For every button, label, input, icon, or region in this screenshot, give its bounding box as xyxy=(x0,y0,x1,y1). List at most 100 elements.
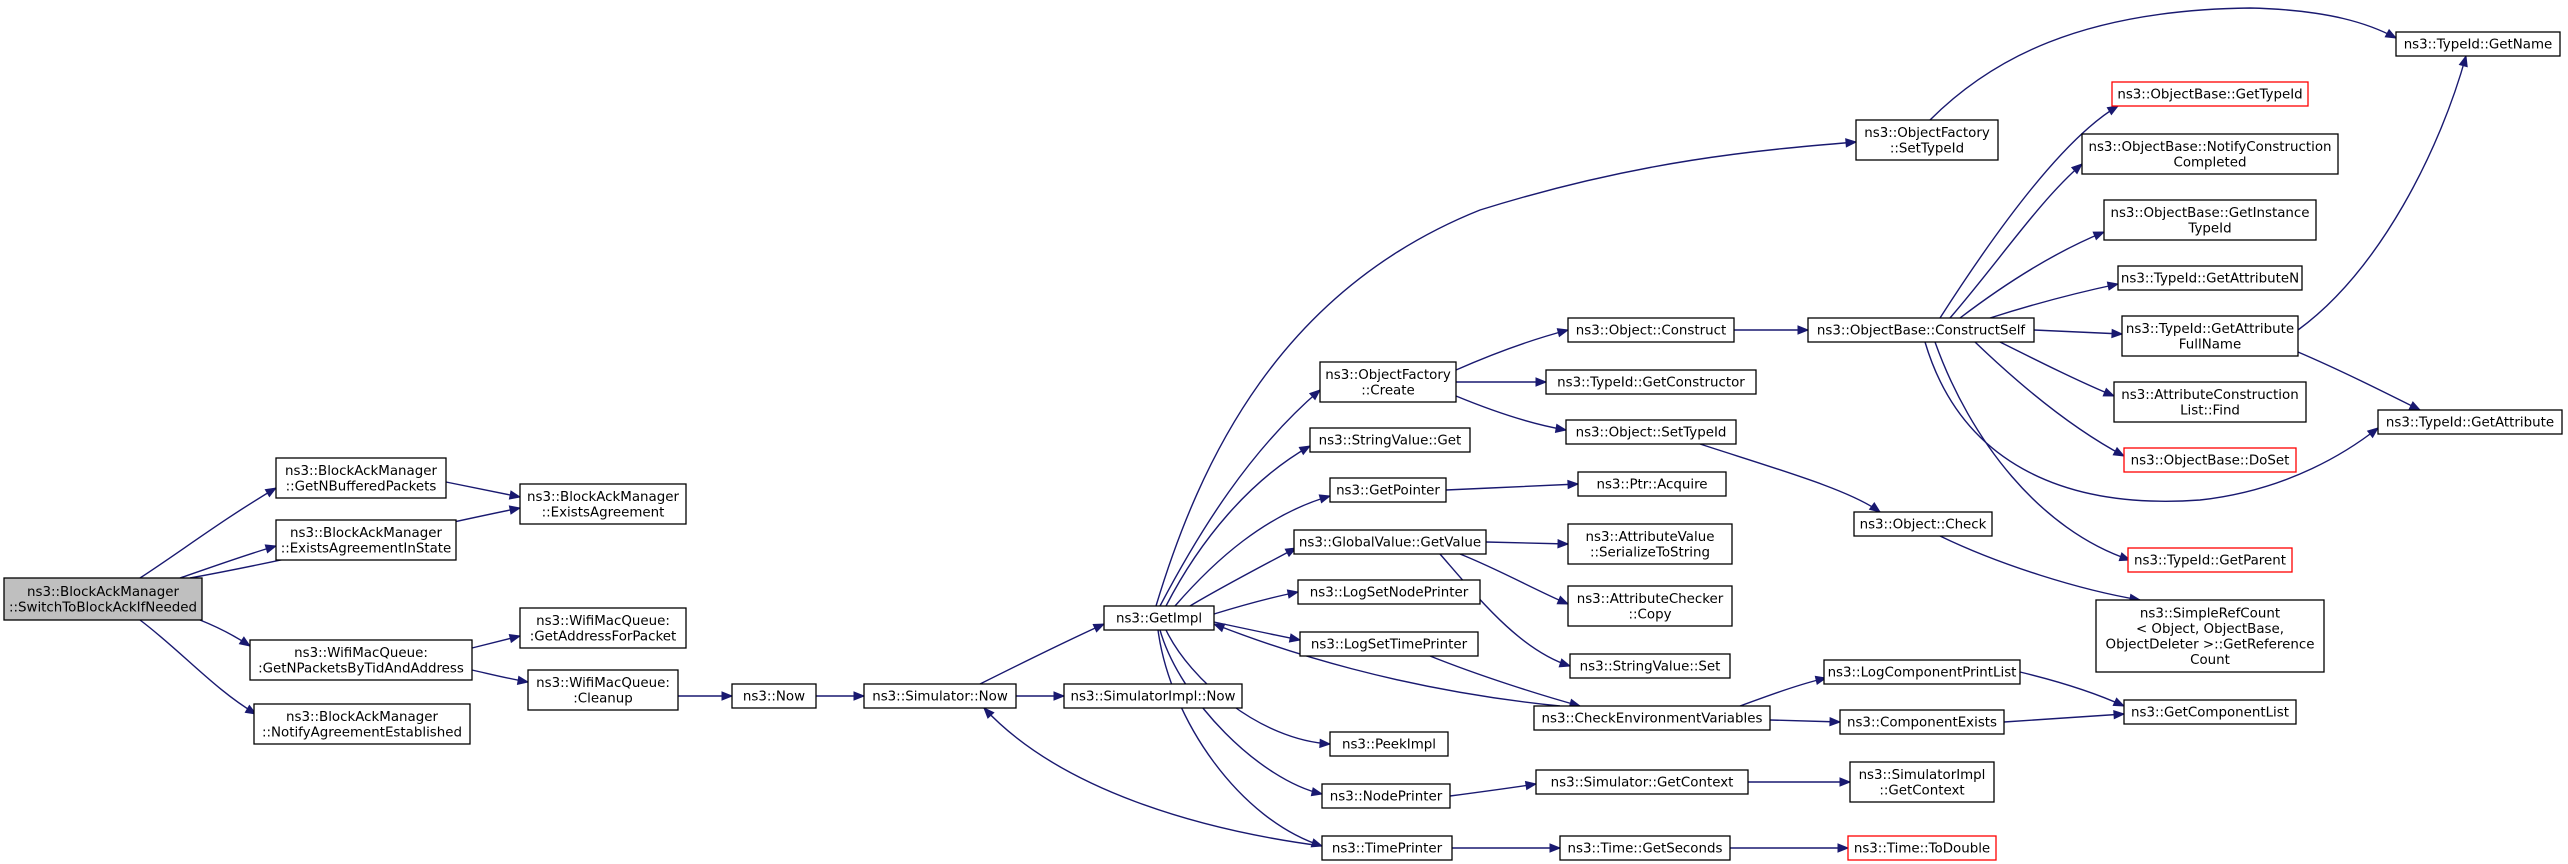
node-box[interactable] xyxy=(527,669,679,711)
node-tid-getname[interactable]: ns3::TypeId::GetName xyxy=(2395,31,2561,57)
node-sv-set[interactable]: ns3::StringValue::Set xyxy=(1569,653,1731,679)
node-box[interactable] xyxy=(249,639,473,681)
node-box[interactable] xyxy=(2127,547,2293,573)
node-box[interactable] xyxy=(1533,705,1771,731)
node-tid-getparent[interactable]: ns3::TypeId::GetParent xyxy=(2127,547,2293,573)
node-box[interactable] xyxy=(519,607,687,649)
node-box[interactable] xyxy=(253,703,471,745)
node-compexists[interactable]: ns3::ComponentExists xyxy=(1839,709,2005,735)
node-sim-getcontext[interactable]: ns3::Simulator::GetContext xyxy=(1535,769,1749,795)
node-simimpl-getcontext[interactable]: ns3::SimulatorImpl::GetContext xyxy=(1849,761,1995,803)
node-box[interactable] xyxy=(1297,579,1481,605)
node-box[interactable] xyxy=(1567,523,1733,565)
node-simimpl-now[interactable]: ns3::SimulatorImpl::Now xyxy=(1063,683,1243,709)
node-bam-exists[interactable]: ns3::BlockAckManager::ExistsAgreement xyxy=(519,483,687,525)
node-box[interactable] xyxy=(519,483,687,525)
node-box[interactable] xyxy=(1321,835,1453,861)
node-box[interactable] xyxy=(1329,477,1447,503)
node-box[interactable] xyxy=(2117,265,2303,291)
node-box[interactable] xyxy=(1569,653,1731,679)
node-ob-constructself[interactable]: ns3::ObjectBase::ConstructSelf xyxy=(1807,317,2035,343)
node-box[interactable] xyxy=(1329,731,1449,757)
node-logsetnode[interactable]: ns3::LogSetNodePrinter xyxy=(1297,579,1481,605)
node-av-serialize[interactable]: ns3::AttributeValue::SerializeToString xyxy=(1567,523,1733,565)
node-tid-getattrn[interactable]: ns3::TypeId::GetAttributeN xyxy=(2117,265,2303,291)
node-bam-notify[interactable]: ns3::BlockAckManager::NotifyAgreementEst… xyxy=(253,703,471,745)
node-box[interactable] xyxy=(2095,599,2325,673)
node-checkenv[interactable]: ns3::CheckEnvironmentVariables xyxy=(1533,705,1771,731)
node-ob-notify[interactable]: ns3::ObjectBase::NotifyConstructionCompl… xyxy=(2081,133,2339,175)
node-nodeprinter[interactable]: ns3::NodePrinter xyxy=(1321,783,1451,809)
node-bam-existsinstate[interactable]: ns3::BlockAckManager::ExistsAgreementInS… xyxy=(275,519,457,561)
node-box[interactable] xyxy=(275,519,457,561)
node-logcompprintlist[interactable]: ns3::LogComponentPrintList xyxy=(1823,659,2021,685)
node-box[interactable] xyxy=(1847,835,1997,861)
node-box[interactable] xyxy=(1321,783,1451,809)
node-box[interactable] xyxy=(1855,119,1999,161)
node-bam-getnbuffered[interactable]: ns3::BlockAckManager::GetNBufferedPacket… xyxy=(275,457,447,499)
node-ptr-acquire[interactable]: ns3::Ptr::Acquire xyxy=(1577,471,1727,497)
node-wmq-getaddress[interactable]: ns3::WifiMacQueue::GetAddressForPacket xyxy=(519,607,687,649)
node-gv-getvalue[interactable]: ns3::GlobalValue::GetValue xyxy=(1293,529,1487,555)
node-of-settypeid[interactable]: ns3::ObjectFactory::SetTypeId xyxy=(1855,119,1999,161)
node-box[interactable] xyxy=(731,683,817,709)
node-box[interactable] xyxy=(2121,315,2299,357)
node-box[interactable] xyxy=(2111,81,2309,107)
node-getpointer[interactable]: ns3::GetPointer xyxy=(1329,477,1447,503)
node-box[interactable] xyxy=(3,577,203,621)
node-box[interactable] xyxy=(2395,31,2561,57)
node-obj-construct[interactable]: ns3::Object::Construct xyxy=(1567,317,1735,343)
node-box[interactable] xyxy=(1567,317,1735,343)
node-getimpl[interactable]: ns3::GetImpl xyxy=(1103,605,1215,631)
node-of-create[interactable]: ns3::ObjectFactory::Create xyxy=(1319,361,1457,403)
node-sv-get[interactable]: ns3::StringValue::Get xyxy=(1309,427,1471,453)
node-logsettime[interactable]: ns3::LogSetTimePrinter xyxy=(1299,631,1479,657)
node-box[interactable] xyxy=(1063,683,1243,709)
node-obj-settypeid[interactable]: ns3::Object::SetTypeId xyxy=(1565,419,1737,445)
node-box[interactable] xyxy=(1849,761,1995,803)
node-ac-copy[interactable]: ns3::AttributeChecker::Copy xyxy=(1567,585,1733,627)
node-box[interactable] xyxy=(1577,471,1727,497)
node-box[interactable] xyxy=(1567,585,1733,627)
node-box[interactable] xyxy=(1823,659,2021,685)
node-sim-now[interactable]: ns3::Simulator::Now xyxy=(863,683,1017,709)
node-box[interactable] xyxy=(2103,199,2317,241)
node-timeprinter[interactable]: ns3::TimePrinter xyxy=(1321,835,1453,861)
node-box[interactable] xyxy=(1807,317,2035,343)
node-now[interactable]: ns3::Now xyxy=(731,683,817,709)
node-root[interactable]: ns3::BlockAckManager::SwitchToBlockAckIf… xyxy=(3,577,203,621)
node-ob-doset[interactable]: ns3::ObjectBase::DoSet xyxy=(2123,447,2297,473)
node-box[interactable] xyxy=(1853,511,1993,537)
node-obj-check[interactable]: ns3::Object::Check xyxy=(1853,511,1993,537)
node-box[interactable] xyxy=(2081,133,2339,175)
node-tid-getconstructor[interactable]: ns3::TypeId::GetConstructor xyxy=(1545,369,1757,395)
node-box[interactable] xyxy=(1309,427,1471,453)
node-peekimpl[interactable]: ns3::PeekImpl xyxy=(1329,731,1449,757)
node-box[interactable] xyxy=(1319,361,1457,403)
node-box[interactable] xyxy=(1545,369,1757,395)
node-getcomplist[interactable]: ns3::GetComponentList xyxy=(2123,699,2297,725)
node-wmq-getnpackets[interactable]: ns3::WifiMacQueue::GetNPacketsByTidAndAd… xyxy=(249,639,473,681)
node-srefcount[interactable]: ns3::SimpleRefCount< Object, ObjectBase,… xyxy=(2095,599,2325,673)
node-box[interactable] xyxy=(863,683,1017,709)
node-box[interactable] xyxy=(1299,631,1479,657)
node-ob-gettypeid[interactable]: ns3::ObjectBase::GetTypeId xyxy=(2111,81,2309,107)
node-box[interactable] xyxy=(2113,381,2307,423)
node-wmq-cleanup[interactable]: ns3::WifiMacQueue::Cleanup xyxy=(527,669,679,711)
node-box[interactable] xyxy=(1535,769,1749,795)
node-box[interactable] xyxy=(1839,709,2005,735)
node-box[interactable] xyxy=(2123,699,2297,725)
node-box[interactable] xyxy=(1103,605,1215,631)
node-box[interactable] xyxy=(1293,529,1487,555)
node-time-todouble[interactable]: ns3::Time::ToDouble xyxy=(1847,835,1997,861)
node-time-getseconds[interactable]: ns3::Time::GetSeconds xyxy=(1559,835,1731,861)
node-tid-getattr[interactable]: ns3::TypeId::GetAttribute xyxy=(2377,409,2563,435)
node-box[interactable] xyxy=(2123,447,2297,473)
node-box[interactable] xyxy=(275,457,447,499)
node-box[interactable] xyxy=(2377,409,2563,435)
node-box[interactable] xyxy=(1565,419,1737,445)
node-box[interactable] xyxy=(1559,835,1731,861)
